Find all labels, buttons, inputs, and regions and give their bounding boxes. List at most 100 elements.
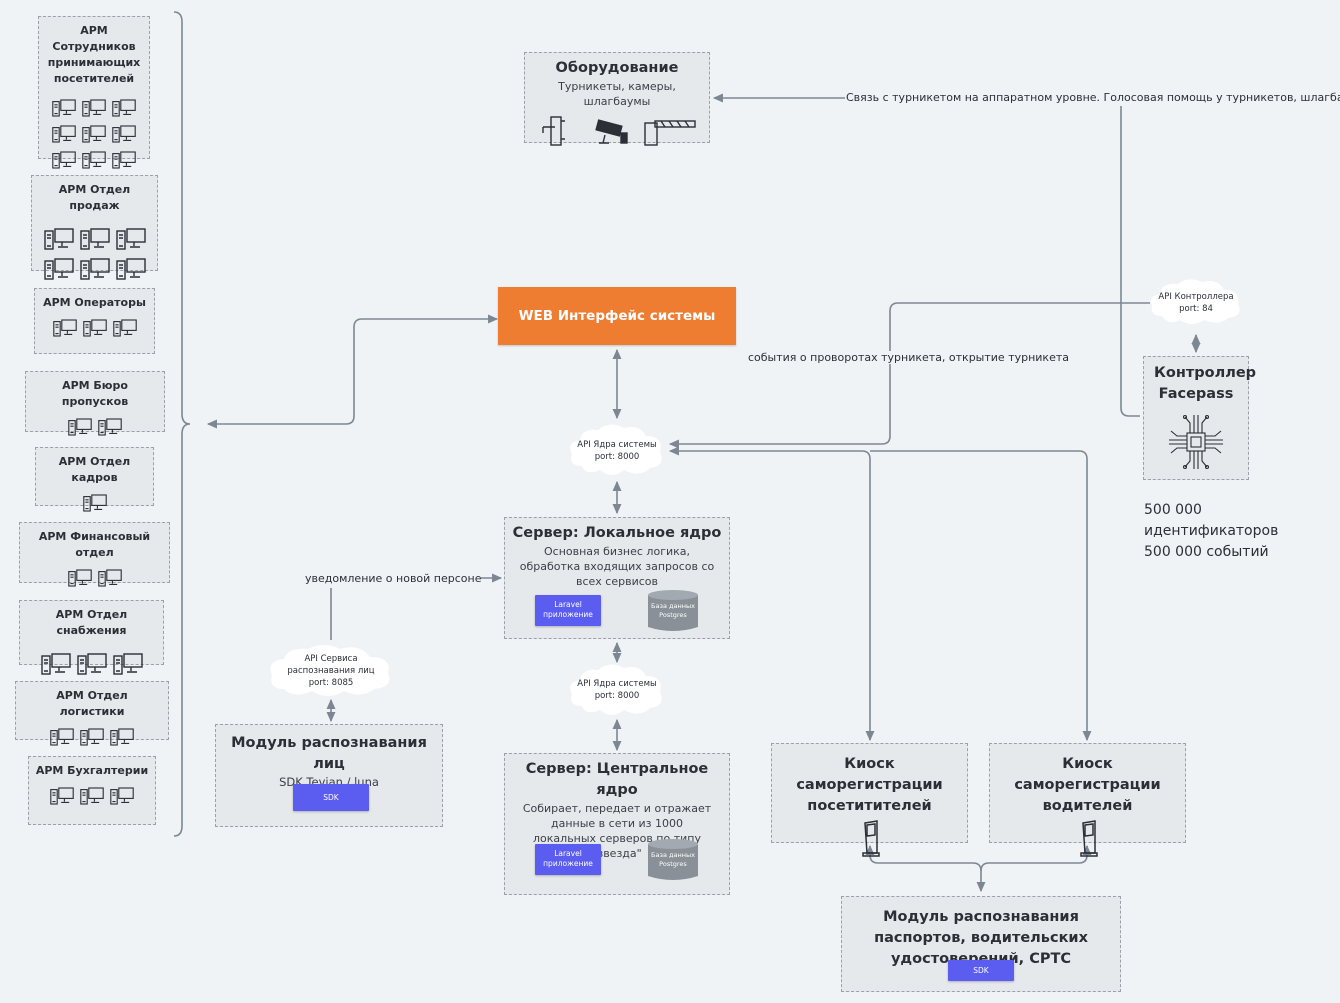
api-core-top-label: API Ядра системы <box>577 440 657 450</box>
passport-module-box: Модуль распознавания паспортов, водитель… <box>841 896 1121 992</box>
arm-group-title: АРМ Сотрудников принимающих посетителей <box>47 24 141 85</box>
central-server-desc: Собирает, передает и отражает данные в с… <box>522 802 712 860</box>
workstation-icons <box>50 728 134 750</box>
api-core-top-cloud: API Ядра системы port: 8000 <box>566 422 668 478</box>
central-db-icon: База данных Postgres <box>647 838 699 882</box>
api-controller-label: API Контроллера <box>1158 292 1234 302</box>
face-module-title: Модуль распознавания лиц <box>231 735 427 772</box>
api-face-label2: распознавания лиц <box>287 666 375 676</box>
workstation-icon <box>43 258 74 284</box>
workstation-icon <box>82 151 106 173</box>
chip-icon <box>1169 414 1223 470</box>
workstation-icon <box>98 418 122 440</box>
arm-group-title: АРМ Отдел логистики <box>56 689 128 718</box>
local-server-box: Сервер: Локальное ядро Основная бизнес л… <box>504 517 730 639</box>
workstation-icon <box>40 653 71 679</box>
controller-box: Контроллер Facepass <box>1143 356 1257 480</box>
workstation-icons <box>43 228 146 284</box>
web-interface-button[interactable]: WEB Интерфейс системы <box>498 287 736 345</box>
identifiers-count: 500 000 идентификаторов <box>1144 502 1279 539</box>
workstation-icon <box>97 569 122 591</box>
workstation-icons <box>67 569 122 591</box>
workstation-icon <box>52 319 77 341</box>
camera-icon <box>595 119 628 144</box>
workstation-icons <box>52 319 137 341</box>
workstation-icon <box>112 99 136 121</box>
local-db-label: База данных Postgres <box>651 602 695 619</box>
central-server-title: Сервер: Центральное ядро <box>525 761 709 798</box>
workstation-icon <box>110 787 134 809</box>
equipment-title: Оборудование <box>555 60 679 76</box>
workstation-icon <box>50 728 74 750</box>
workstation-icon <box>80 728 104 750</box>
equipment-box: Оборудование Турникеты, камеры, шлагбаум… <box>524 52 710 146</box>
api-face-label: API Сервиса <box>304 654 358 664</box>
workstation-icon <box>82 494 107 516</box>
local-db-icon: База данных Postgres <box>647 589 699 633</box>
arm-group-title: АРМ Бюро пропусков <box>61 379 129 408</box>
workstation-icon <box>115 228 146 254</box>
arm-group-title: АРМ Отдел кадров <box>58 455 131 484</box>
workstation-icon <box>68 418 92 440</box>
workstation-icon <box>112 653 143 679</box>
arm-group-box: АРМ Сотрудников принимающих посетителей <box>38 16 150 169</box>
workstation-icon <box>50 787 74 809</box>
workstation-icon <box>43 228 74 254</box>
workstation-icon <box>67 569 92 591</box>
workstation-icon <box>79 258 110 284</box>
workstation-icons <box>50 787 134 809</box>
barrier-icon <box>644 120 696 146</box>
kiosk-icon <box>1079 820 1098 857</box>
workstation-icon <box>80 787 104 809</box>
api-core-top-port: port: 8000 <box>594 452 640 462</box>
workstation-icon <box>112 125 136 147</box>
controller-stats: 500 000 идентификаторов 500 000 событий <box>1144 500 1340 563</box>
face-module-box: Модуль распознавания лиц SDK Tevian / lu… <box>215 724 443 827</box>
api-controller-port: port: 84 <box>1179 304 1213 314</box>
workstation-icon <box>82 99 106 121</box>
workstation-icon <box>52 99 76 121</box>
workstation-icon <box>112 151 136 173</box>
workstation-icon <box>82 125 106 147</box>
kiosk-visitors-title: Киоск саморегистрации посетитителей <box>796 756 943 814</box>
arm-group-box: АРМ Отдел логистики <box>15 681 169 746</box>
api-core-mid-cloud: API Ядра системы port: 8000 <box>566 662 668 718</box>
turnstile-icon <box>542 116 565 146</box>
arm-group-box: АРМ Операторы <box>34 288 155 354</box>
equipment-subtitle: Турникеты, камеры, шлагбаумы <box>558 80 676 108</box>
arm-group-title: АРМ Бухгалтерии <box>35 764 149 777</box>
local-server-title: Сервер: Локальное ядро <box>512 525 722 541</box>
arm-group-title: АРМ Финансовый отдел <box>38 530 151 559</box>
arm-group-title: АРМ Отдел продаж <box>58 183 131 212</box>
workstation-icon <box>52 151 76 173</box>
kiosk-drivers-title: Киоск саморегистрации водителей <box>1014 756 1161 814</box>
local-server-desc: Основная бизнес логика, обработка входящ… <box>519 545 715 588</box>
arm-group-box: АРМ Отдел кадров <box>35 447 154 512</box>
workstation-icon <box>110 728 134 750</box>
workstation-icons <box>52 99 136 173</box>
arm-group-title: АРМ Операторы <box>43 296 146 309</box>
workstation-icon <box>115 258 146 284</box>
arm-group-box: АРМ Бухгалтерии <box>28 756 156 825</box>
central-laravel-badge: Laravel приложение <box>535 844 601 875</box>
passport-module-title: Модуль распознавания паспортов, водитель… <box>874 909 1088 967</box>
workstation-icons <box>68 418 122 440</box>
face-sdk-badge: SDK <box>293 784 369 811</box>
local-laravel-badge: Laravel приложение <box>535 595 601 626</box>
new-person-label: уведомление о новой персоне <box>305 572 482 585</box>
controller-title: Контроллер Facepass <box>1154 365 1257 402</box>
passport-sdk-badge: SDK <box>948 960 1014 981</box>
equipment-link-label: Связь с турникетом на аппаратном уровне.… <box>846 91 1340 104</box>
kiosk-icon <box>861 820 880 857</box>
turnstile-events-label: события о проворотах турникета, открытие… <box>748 351 1069 364</box>
api-controller-cloud: API Контроллера port: 84 <box>1146 276 1246 326</box>
workstation-icon <box>79 228 110 254</box>
api-core-mid-label: API Ядра системы <box>577 679 657 689</box>
central-db-label: База данных Postgres <box>651 851 695 868</box>
arm-group-box: АРМ Отдел продаж <box>31 175 158 280</box>
events-count: 500 000 событий <box>1144 544 1269 560</box>
arm-group-box: АРМ Бюро пропусков <box>25 371 165 436</box>
workstation-icon <box>76 653 107 679</box>
workstation-icons <box>40 653 143 679</box>
